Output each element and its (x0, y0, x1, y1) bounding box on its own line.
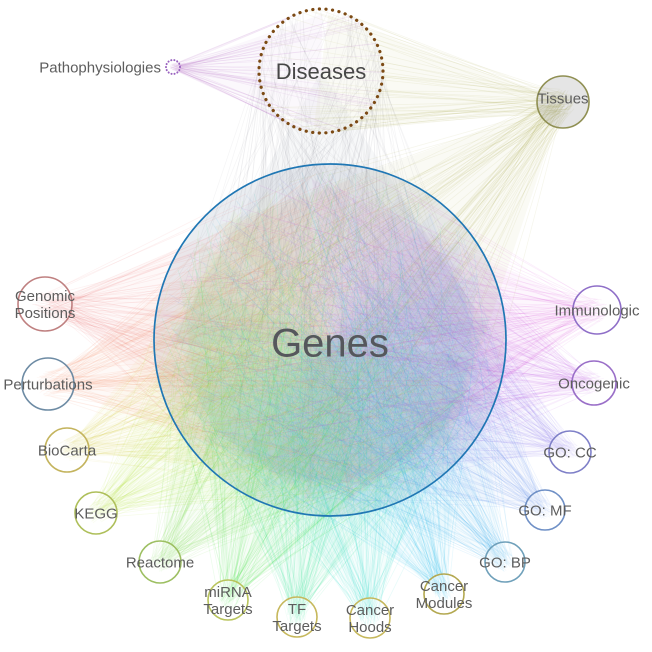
genes-circle[interactable] (153, 163, 507, 517)
node-label-biocarta: BioCarta (38, 442, 97, 459)
node-label-tissues: Tissues (537, 90, 588, 107)
edge-wedge (160, 241, 459, 562)
genes-fill-layer (154, 164, 506, 516)
edge-wedge (214, 102, 564, 454)
node-circle-tf-targets[interactable] (276, 596, 318, 638)
edge-wedge (168, 71, 492, 346)
edge-wedge (313, 14, 563, 128)
node-circle-tissues[interactable] (536, 75, 590, 129)
edge-bundle-tissues-genes (165, 89, 576, 508)
edge-wedge (67, 190, 393, 490)
genes-label: Genes (271, 321, 389, 365)
node-label-kegg: KEGG (74, 505, 117, 522)
node-label-go-cc: GO: CC (543, 444, 597, 461)
edge-wedge (261, 193, 570, 487)
edge-bundle-diseases (167, 8, 484, 492)
node-layer (17, 7, 622, 639)
node-circle-reactome[interactable] (138, 540, 182, 584)
node-circle-immunologic[interactable] (572, 285, 622, 335)
edge-wedge-layer (45, 13, 597, 618)
node-label-reactome: Reactome (126, 554, 194, 571)
genes-fill (154, 164, 506, 516)
node-circle-go-mf[interactable] (524, 489, 566, 531)
label-layer: Genes Diseases PathophysiologiesTissuesGen… (3, 59, 640, 636)
node-circle-cancer-hoods[interactable] (349, 597, 391, 639)
node-label-oncogenic: Oncogenic (558, 375, 630, 392)
node-circle-go-cc[interactable] (548, 430, 592, 474)
edge-bundle-go-bp-genes (162, 172, 515, 573)
edge-wedge (173, 13, 323, 129)
edge-line-layer (31, 8, 608, 628)
edge-bundle-biocarta-genes (56, 193, 476, 494)
node-circle-go-bp[interactable] (484, 541, 526, 583)
node-circle-biocarta[interactable] (44, 427, 90, 473)
node-label-immunologic: Immunologic (554, 302, 640, 319)
edge-bundle-kegg-genes (85, 177, 492, 524)
edge-bundle-pathophysiologies-diseases (169, 13, 384, 134)
diseases-ring[interactable] (257, 7, 385, 135)
node-label-go-mf: GO: MF (518, 502, 571, 519)
edge-bundle-go-mf-genes (168, 173, 554, 519)
edge-wedge (169, 320, 491, 617)
edge-bundle-perturbations-genes (35, 172, 488, 492)
node-label-pathophysiologies: Pathophysiologies (39, 59, 161, 76)
edge-bundle-mirna-targets-genes (175, 171, 479, 610)
edge-wedge (303, 180, 594, 500)
edge-wedge (96, 209, 427, 513)
edge-wedge (45, 179, 351, 501)
node-circle-perturbations[interactable] (21, 357, 75, 411)
node-circle-pathophysiologies[interactable] (165, 59, 181, 75)
node-circle-oncogenic[interactable] (571, 360, 617, 406)
edge-wedge (179, 280, 481, 600)
edge-wedge (48, 180, 355, 500)
edge-bundle-genomic-positions-genes (31, 176, 496, 495)
edge-bundle-immunologic-genes (178, 175, 608, 500)
edge-bundle-tissues-diseases (259, 8, 574, 134)
edge-wedge (182, 273, 478, 594)
edge-bundle-oncogenic-genes (163, 178, 605, 504)
node-circle-mirna-targets[interactable] (207, 579, 249, 621)
node-circle-genomic-positions[interactable] (17, 276, 73, 332)
edge-bundle-go-cc-genes (173, 177, 581, 489)
edge-bundle-cancer-modules-genes (170, 172, 474, 604)
edge-wedge (311, 179, 597, 501)
edge-bundle-tf-targets-genes (161, 193, 486, 627)
edge-wedge (229, 212, 545, 510)
edge-wedge (202, 239, 505, 563)
node-label-go-bp: GO: BP (479, 554, 531, 571)
edge-bundle-reactome-genes (150, 189, 497, 573)
diseases-label: Diseases (276, 59, 366, 84)
node-circle-kegg[interactable] (74, 491, 118, 535)
edge-wedge (169, 316, 491, 618)
edge-bundle-cancer-hoods-genes (162, 173, 490, 628)
node-circle-cancer-modules[interactable] (423, 573, 465, 615)
node-label-perturbations: Perturbations (3, 376, 92, 393)
